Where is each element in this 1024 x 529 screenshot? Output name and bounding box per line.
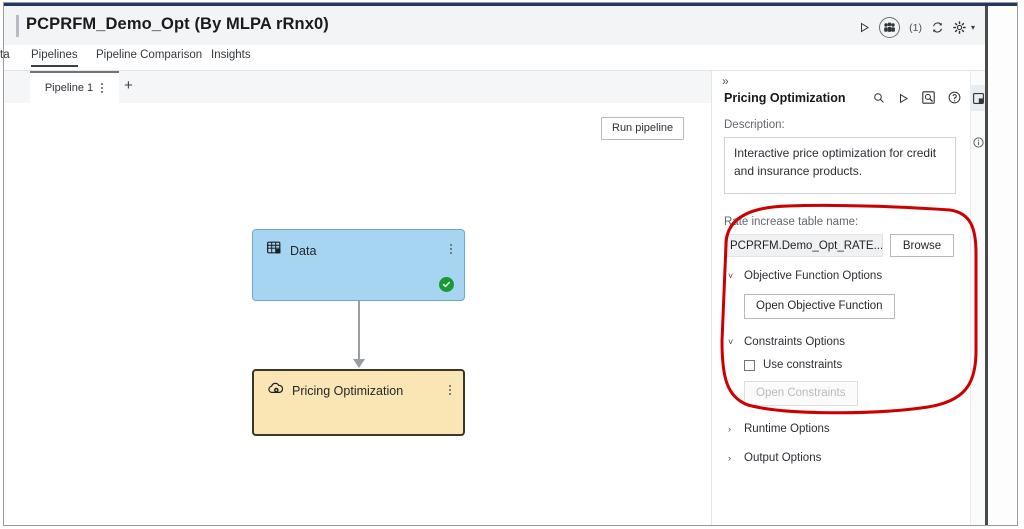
pipeline-tab-strip: Pipeline 1 + [4,71,711,103]
panel-title: Pricing Optimization [724,91,846,105]
node-pricing-optimization[interactable]: Pricing Optimization [252,369,465,436]
collapse-panel-icon[interactable]: » [722,74,729,88]
rate-table-label: Rate increase table name: [724,216,859,228]
node-data-kebab-menu-icon[interactable] [449,242,453,256]
chevron-right-icon: › [728,424,731,434]
section-constraints-options[interactable]: ˅ Constraints Options [728,336,970,348]
panel-header-actions [873,91,961,109]
gear-icon[interactable] [953,21,966,34]
kebab-menu-icon[interactable] [100,81,104,95]
node-data-label: Data [290,243,317,258]
node-pricing-optimization-label: Pricing Optimization [292,384,404,398]
nav-tab-insights[interactable]: Insights [211,49,251,61]
section-objective-function-options[interactable]: ˅ Objective Function Options [728,270,970,282]
node-data[interactable]: Data [252,229,465,301]
use-constraints-checkbox[interactable] [744,359,755,371]
section-runtime-options[interactable]: › Runtime Options [728,423,970,435]
right-icon-rail [970,71,986,525]
open-constraints-button[interactable]: Open Constraints [744,381,858,406]
pipeline-tab-label: Pipeline 1 [44,82,94,94]
title-bar-actions: (1) [859,17,975,38]
description-label: Description: [724,119,785,131]
info-icon[interactable] [971,129,986,155]
add-pipeline-button[interactable]: + [124,77,133,94]
properties-panel: » Pricing Optimization [711,71,970,525]
section-label: Constraints Options [744,336,845,348]
table-icon [267,241,281,260]
node-pricing-optimization-kebab-menu-icon[interactable] [448,383,452,397]
run-icon[interactable] [898,91,909,109]
search-icon[interactable] [873,91,885,109]
chevron-down-icon: ˅ [728,271,734,281]
open-objective-function-button[interactable]: Open Objective Function [744,294,895,319]
window-top-accent [4,3,1017,6]
collaborators-icon[interactable] [879,17,901,38]
node-connector-line [358,301,360,361]
browse-button[interactable]: Browse [890,234,954,257]
reset-icon[interactable] [922,91,935,109]
properties-panel-icon[interactable] [971,85,986,111]
pipeline-canvas[interactable]: Run pipeline Data [4,103,711,525]
page-title: PCPRFM_Demo_Opt (By MLPA rRnx0) [26,15,329,33]
section-label: Output Options [744,452,822,464]
node-pricing-optimization-header: Pricing Optimization [268,382,403,400]
section-label: Objective Function Options [744,270,883,282]
node-connector-arrow [353,359,365,368]
optimization-node-icon [268,382,284,400]
node-data-header: Data [267,241,316,260]
chevron-right-icon: › [728,453,731,463]
chevron-down-icon[interactable]: ▾ [970,23,975,32]
window-right-edge [985,6,988,525]
use-constraints-label: Use constraints [763,359,843,371]
rate-table-row: PCPRFM.Demo_Opt_RATE... Browse [724,234,970,257]
rate-table-input[interactable]: PCPRFM.Demo_Opt_RATE... [724,234,883,257]
run-pipeline-button[interactable]: Run pipeline [601,117,685,140]
pipeline-tab-1[interactable]: Pipeline 1 [30,71,119,103]
section-label: Runtime Options [744,423,830,435]
panel-body: Description: Rate increase table name: P… [712,119,970,464]
nav-tab-pipeline-comparison[interactable]: Pipeline Comparison [96,49,203,61]
run-icon[interactable] [859,22,870,33]
use-constraints-row[interactable]: Use constraints [744,359,970,371]
window-right-sliver [988,6,1017,525]
title-bar: PCPRFM_Demo_Opt (By MLPA rRnx0) (1) [4,6,985,45]
section-output-options[interactable]: › Output Options [728,452,970,464]
status-badge [439,277,454,292]
title-accent-mark [16,15,19,37]
description-field[interactable] [724,137,956,194]
collaborators-count: (1) [909,21,922,34]
chevron-down-icon: ˅ [728,337,734,347]
main-nav-tabs: ta Pipelines Pipeline Comparison Insight… [0,45,985,71]
help-icon[interactable] [948,91,961,109]
nav-tab-pipelines[interactable]: Pipelines [31,49,78,67]
nav-tab-data[interactable]: ta [0,49,10,61]
sync-icon[interactable] [931,21,944,34]
